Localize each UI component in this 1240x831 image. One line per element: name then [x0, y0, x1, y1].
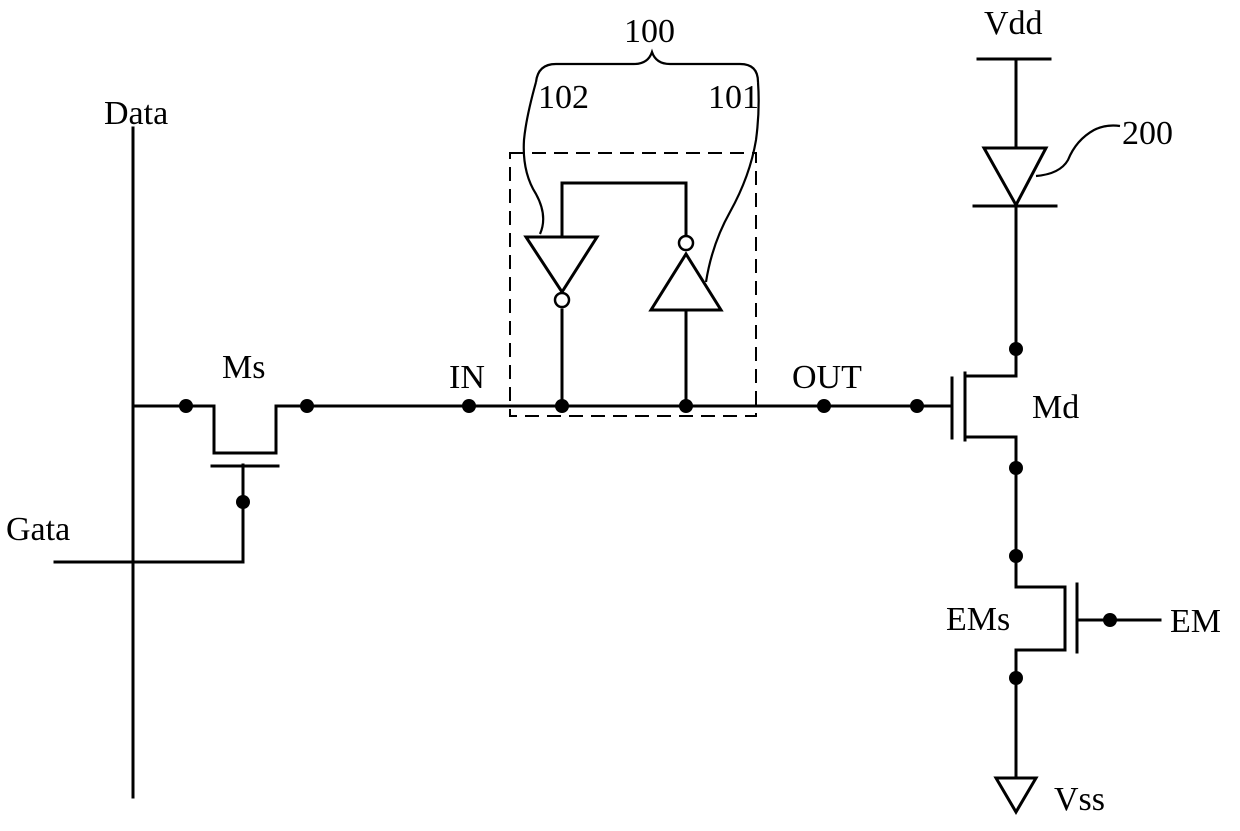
ref-100-label: 100	[624, 13, 675, 50]
vss-label: Vss	[1054, 781, 1105, 818]
data-label: Data	[104, 95, 168, 132]
inverter-102	[526, 237, 597, 307]
md-label: Md	[1032, 389, 1079, 426]
ms-transistor	[212, 406, 278, 466]
md-transistor	[952, 347, 1016, 468]
brace-100	[536, 52, 758, 82]
latch-box-100	[510, 153, 756, 416]
out-label: OUT	[792, 359, 862, 396]
ems-transistor	[1016, 556, 1160, 678]
vdd-label: Vdd	[984, 5, 1043, 42]
latch-top-wire	[562, 183, 686, 237]
vss-ground-symbol	[996, 778, 1036, 812]
ems-label: EMs	[946, 601, 1010, 638]
ms-label: Ms	[222, 349, 265, 386]
ref-102-label: 102	[538, 79, 589, 116]
diode-200	[974, 148, 1056, 206]
inverter-101	[651, 236, 721, 310]
gata-label: Gata	[6, 511, 70, 548]
em-label: EM	[1170, 603, 1221, 640]
in-label: IN	[449, 359, 485, 396]
gate-line	[55, 465, 243, 562]
ref-200-label: 200	[1122, 115, 1173, 152]
ref-101-label: 101	[708, 79, 759, 116]
leader-200	[1036, 126, 1120, 177]
